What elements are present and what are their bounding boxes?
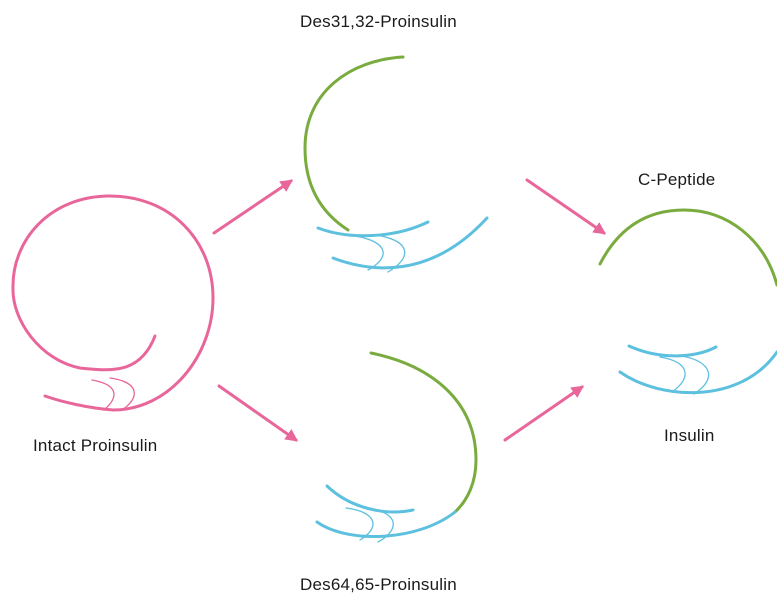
disulfide-loop-1	[354, 235, 384, 271]
disulfide-loop-2	[365, 507, 394, 543]
disulfide-loop-2	[109, 377, 135, 411]
pathway-arrows	[212, 178, 607, 442]
b-chain	[315, 510, 457, 538]
c-peptide-chain	[598, 208, 777, 287]
disulfide-loop-2	[681, 355, 710, 395]
c-peptide-label: C-Peptide	[638, 170, 716, 189]
a-chain	[316, 220, 430, 238]
insulin-label: Insulin	[664, 426, 715, 445]
c-peptide-molecule	[598, 208, 777, 287]
arrow-intact-to-des64-65	[217, 384, 299, 442]
arrow-des31-32-to-products	[525, 178, 607, 235]
des64-65-proinsulin-molecule	[315, 351, 478, 543]
disulfide-loop-1	[345, 507, 374, 541]
disulfide-loop-1	[91, 379, 115, 411]
insulin-molecule	[618, 344, 777, 395]
proinsulin-ring	[11, 194, 215, 412]
intact-proinsulin-label: Intact Proinsulin	[33, 436, 158, 455]
disulfide-loop-2	[375, 234, 406, 273]
disulfide-loop-1	[659, 356, 686, 393]
arrow-des64-65-to-products	[503, 385, 585, 442]
arrow-intact-to-des31-32	[212, 179, 294, 235]
c-peptide-chain	[369, 351, 478, 514]
b-chain	[331, 216, 489, 270]
des64-65-proinsulin-label: Des64,65-Proinsulin	[300, 575, 457, 594]
b-chain	[618, 350, 777, 395]
des31-32-proinsulin-molecule	[303, 55, 489, 273]
a-chain	[627, 344, 718, 358]
des31-32-proinsulin-label: Des31,32-Proinsulin	[300, 12, 457, 31]
intact-proinsulin-molecule	[11, 194, 215, 412]
c-peptide-chain	[303, 55, 405, 232]
